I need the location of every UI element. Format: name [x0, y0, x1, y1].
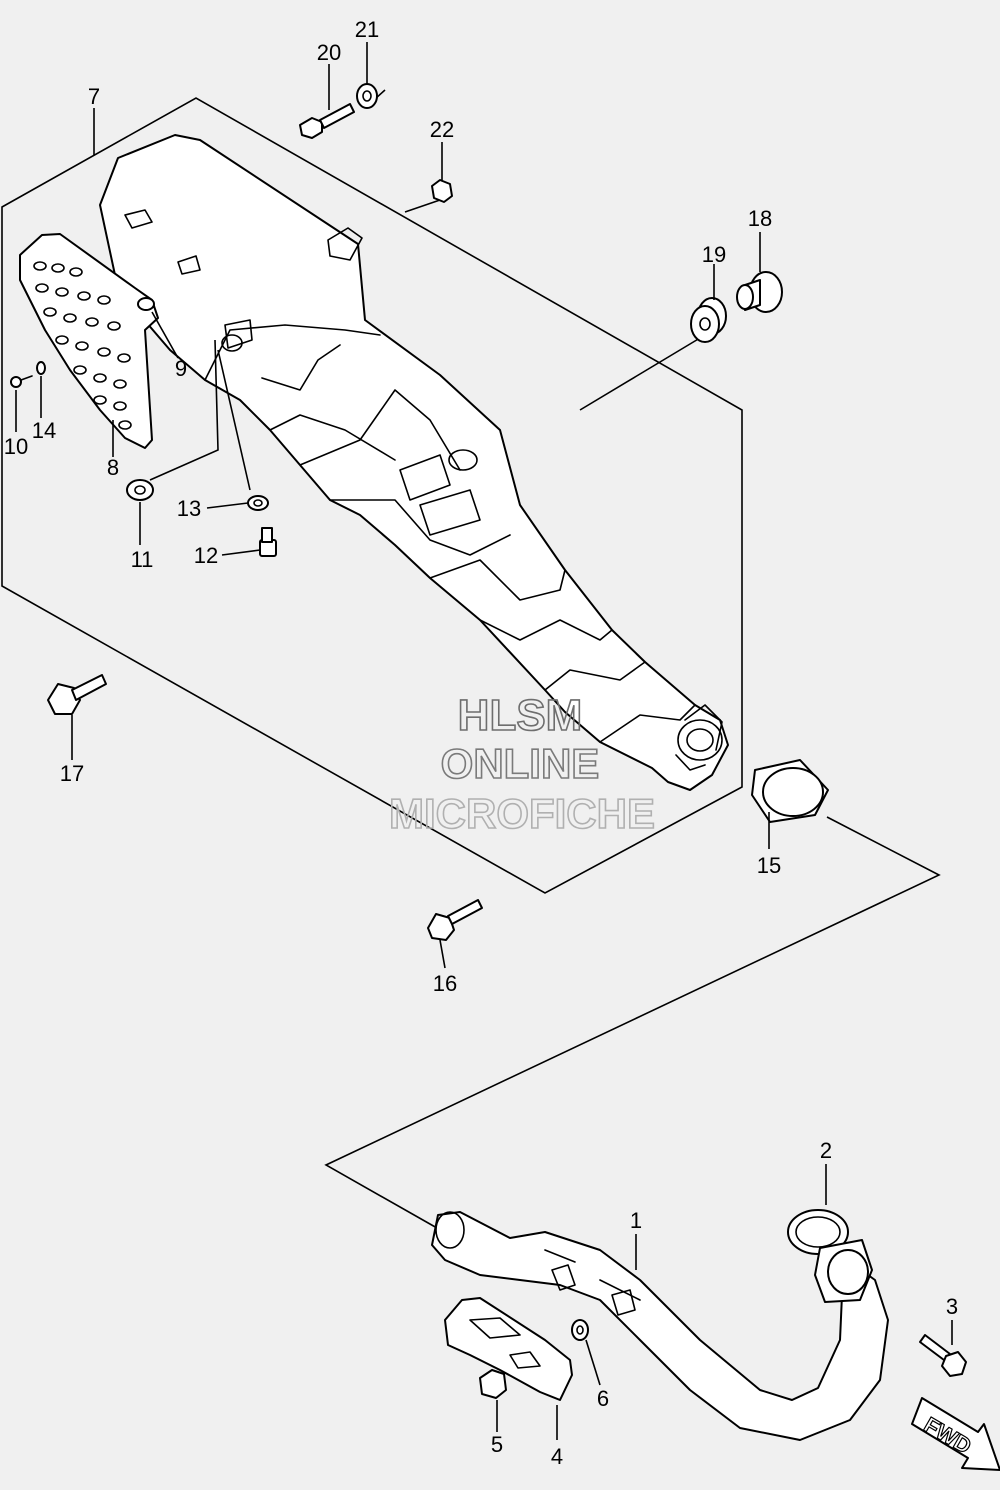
callout-labels: 1 2 3 4 5 6 7 8 9 10 11 12 13 14 15 16 1…	[4, 17, 958, 1469]
bolt-20[interactable]	[299, 103, 355, 139]
watermark-line2: ONLINE	[441, 740, 600, 787]
forward-direction-arrow: FWD	[911, 1397, 1000, 1471]
bolt-16[interactable]	[427, 899, 483, 941]
callout-16: 16	[433, 971, 457, 996]
callout-11: 11	[131, 547, 154, 572]
fwd-arrow-icon	[911, 1397, 1000, 1471]
washer-11[interactable]	[126, 479, 154, 501]
nut-22[interactable]	[431, 179, 453, 203]
muffler-protector-plate[interactable]	[19, 233, 159, 449]
callout-18: 18	[748, 206, 772, 231]
washer-14[interactable]	[36, 361, 46, 375]
pipe-protector-4[interactable]	[444, 1297, 573, 1401]
watermark: HLSM ONLINE MICROFICHE	[388, 690, 656, 838]
callout-21: 21	[355, 17, 379, 42]
exhaust-pipe[interactable]	[431, 1211, 889, 1441]
washer-21[interactable]	[356, 83, 378, 109]
callout-20: 20	[317, 40, 341, 65]
grommet-19[interactable]	[690, 297, 727, 343]
callout-2: 2	[820, 1138, 832, 1163]
callout-7: 7	[88, 84, 100, 109]
muffler[interactable]	[99, 134, 729, 791]
exhaust-gasket-2[interactable]	[787, 1209, 873, 1303]
callout-22: 22	[430, 117, 454, 142]
bolt-17[interactable]	[47, 674, 107, 715]
watermark-line1: HLSM	[458, 691, 583, 740]
callout-14: 14	[32, 418, 56, 443]
stud-bolt-12[interactable]	[259, 527, 277, 557]
callout-13: 13	[177, 496, 201, 521]
callout-17: 17	[60, 761, 84, 786]
washer-9[interactable]	[137, 297, 155, 311]
callout-19: 19	[702, 242, 726, 267]
leader-lines	[15, 42, 953, 1440]
bolt-3[interactable]	[919, 1334, 967, 1377]
callout-9: 9	[175, 356, 187, 381]
callout-6: 6	[597, 1386, 609, 1411]
callout-3: 3	[946, 1294, 958, 1319]
screw-10[interactable]	[10, 375, 33, 388]
callout-4: 4	[551, 1444, 563, 1469]
callout-5: 5	[491, 1432, 503, 1457]
callout-10: 10	[4, 434, 28, 459]
washer-6[interactable]	[571, 1319, 589, 1341]
nut-5[interactable]	[479, 1369, 507, 1399]
collar-18[interactable]	[736, 271, 783, 313]
callout-8: 8	[107, 455, 119, 480]
callout-15: 15	[757, 853, 781, 878]
gasket-15[interactable]	[751, 759, 829, 823]
callout-12: 12	[194, 543, 218, 568]
callout-1: 1	[630, 1208, 642, 1233]
washer-13[interactable]	[247, 495, 269, 511]
watermark-line3: MICROFICHE	[389, 790, 655, 837]
